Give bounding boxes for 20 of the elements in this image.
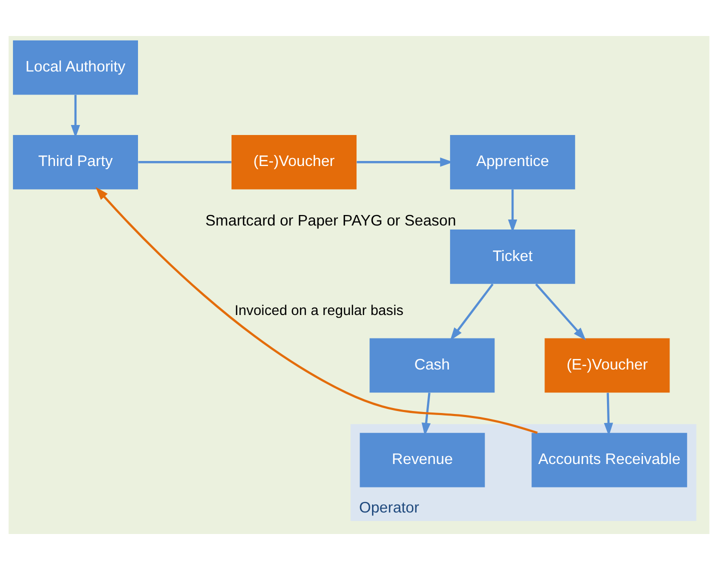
node-box: (E-)Voucher — [232, 134, 357, 189]
node-box: Cash — [370, 338, 495, 392]
node-box: Revenue — [360, 432, 485, 487]
node-box: Ticket — [450, 229, 576, 284]
node-box: Accounts Receivable — [532, 432, 688, 487]
node-label: Smartcard or Paper PAYG or Season — [205, 212, 456, 229]
node-box: Local Authority — [12, 40, 138, 94]
arrow — [508, 188, 518, 232]
arrow — [450, 283, 494, 340]
arrow — [70, 94, 80, 138]
arrow — [96, 186, 538, 434]
node-box: (E-)Voucher — [544, 338, 670, 392]
node-box: Apprentice — [450, 134, 576, 189]
connector — [138, 160, 232, 163]
arrow — [356, 157, 454, 166]
edge-label: Invoiced on a regular basis — [234, 301, 404, 318]
arrow — [422, 392, 431, 436]
arrow — [604, 392, 614, 436]
arrow — [535, 282, 586, 340]
node-box: Third Party — [12, 134, 138, 189]
